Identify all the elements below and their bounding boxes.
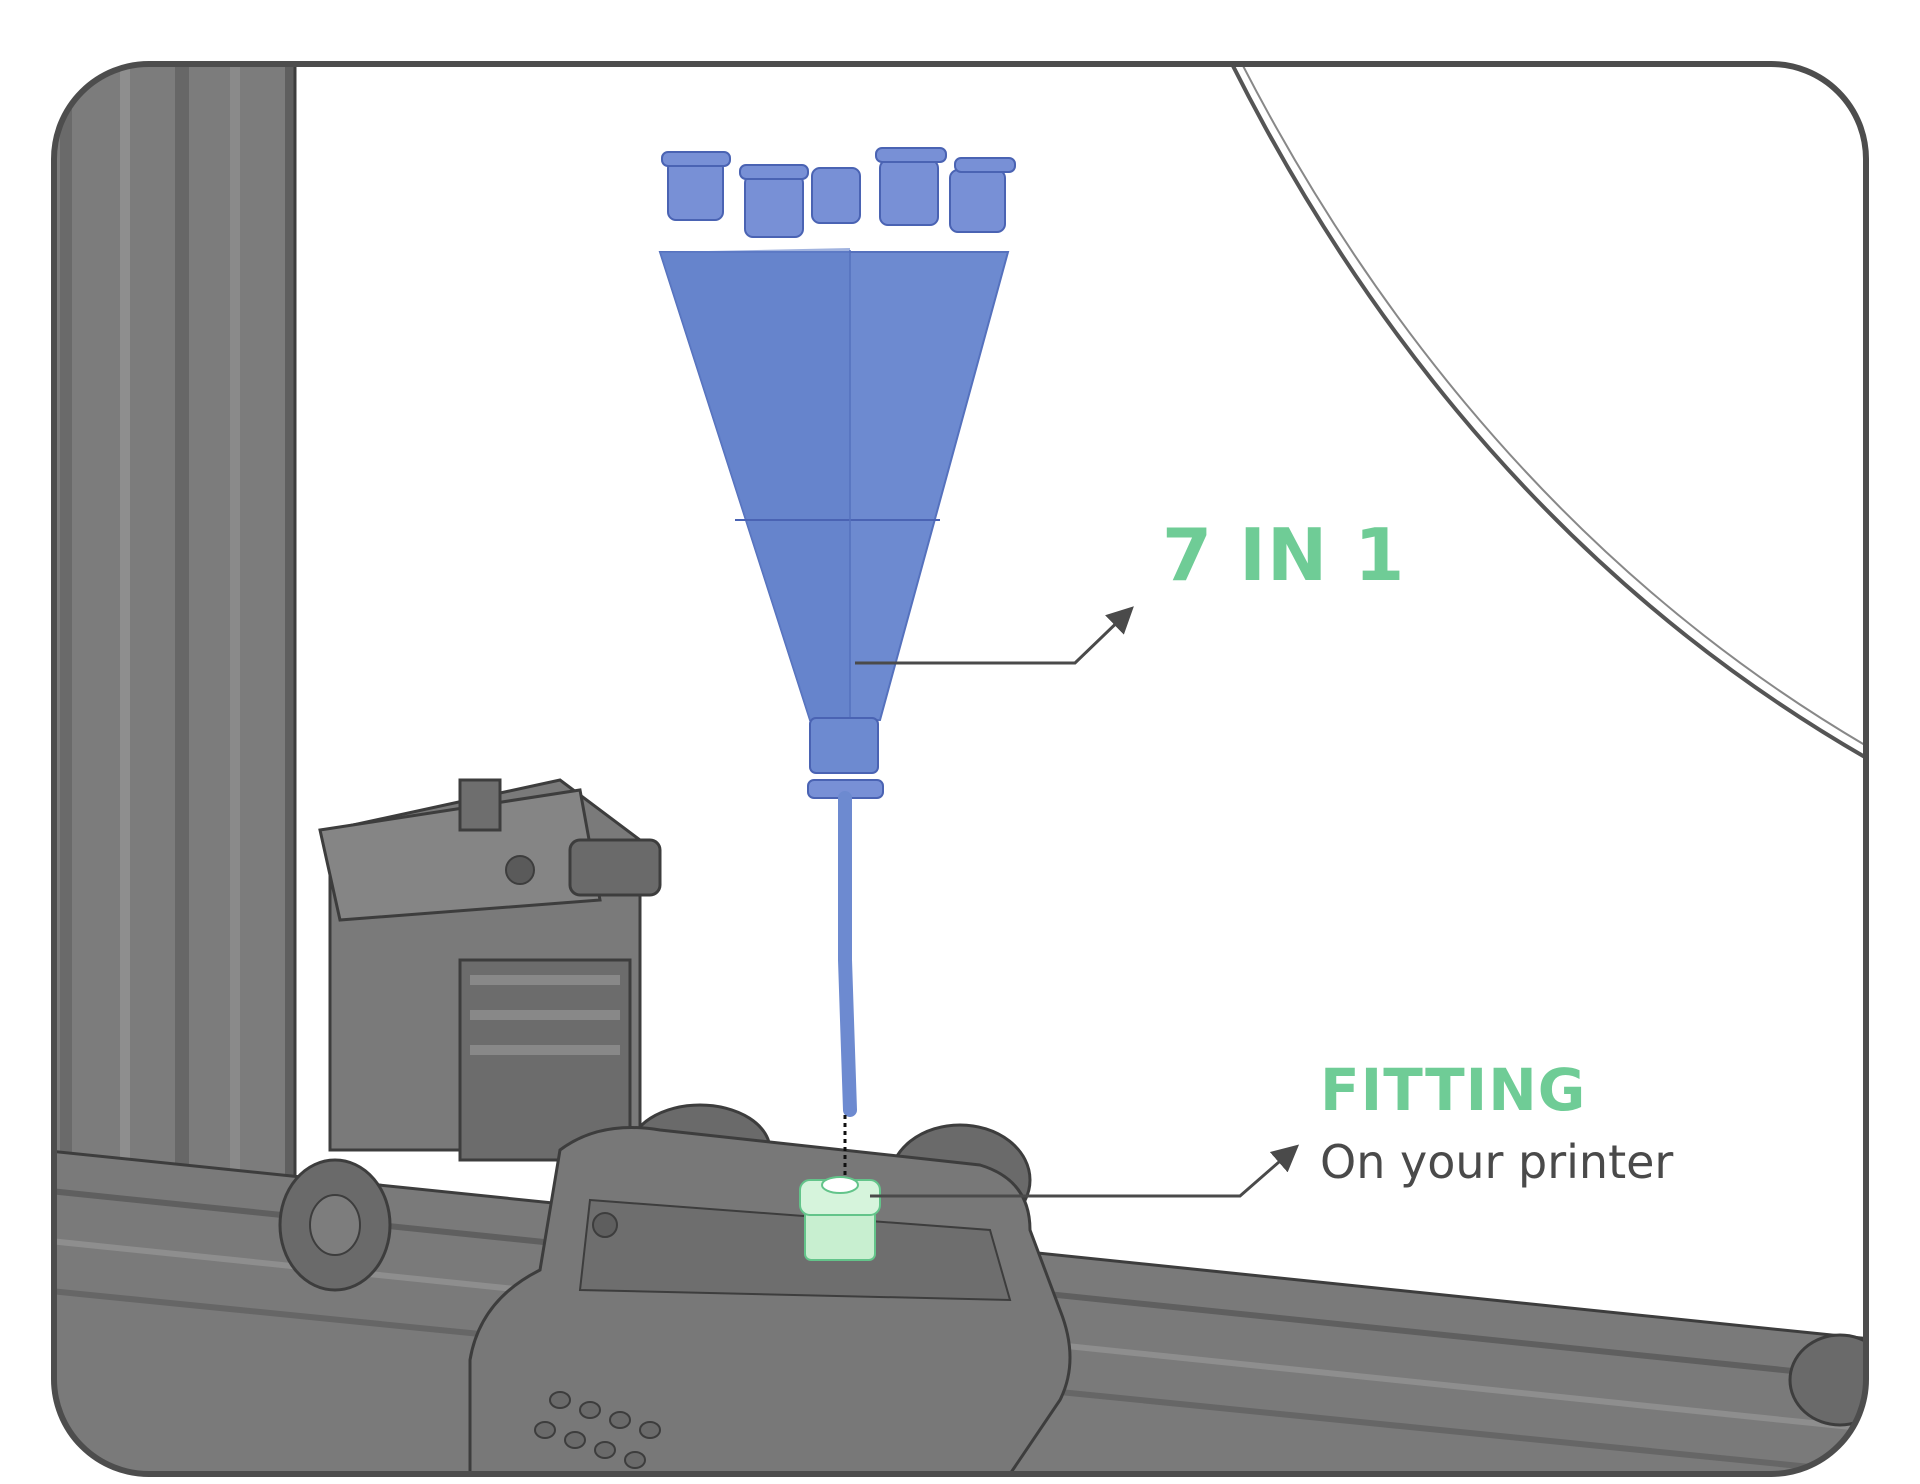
printer-fitting — [799, 1176, 881, 1261]
fitting-sublabel: On your printer — [1320, 1135, 1673, 1189]
adapter-arrow — [855, 606, 1134, 665]
hotend-carriage — [468, 1126, 1072, 1474]
ptfe-tube — [838, 791, 857, 1117]
filament-line — [1228, 64, 1866, 762]
fitting-arrow — [870, 1144, 1300, 1198]
frame-border — [51, 61, 1869, 1477]
adapter-label: 7 IN 1 — [1162, 513, 1405, 597]
fitting-label: FITTING — [1320, 1056, 1586, 1124]
seven-in-one-adapter — [658, 147, 1016, 1117]
printer-illustration — [54, 64, 1866, 1474]
extruder-motor — [318, 778, 662, 1162]
